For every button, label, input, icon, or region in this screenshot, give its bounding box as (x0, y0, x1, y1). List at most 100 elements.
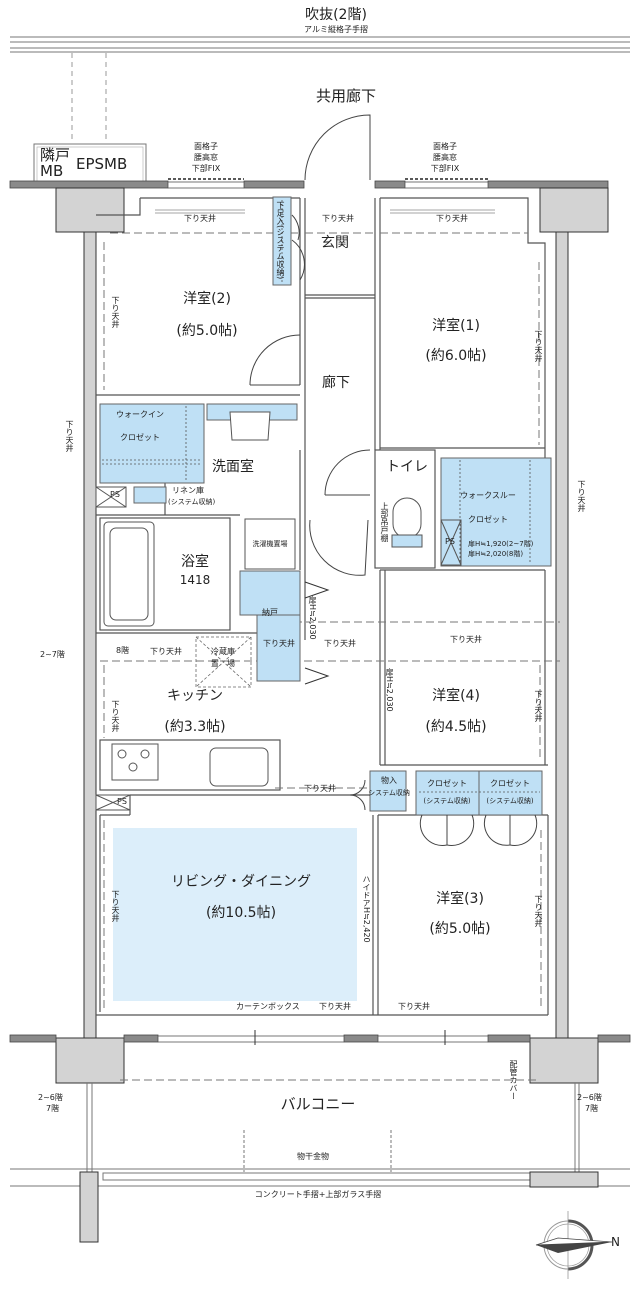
room-western-2-name: 洋室(2) (183, 291, 231, 307)
fridge-space-label-2: 置 場 (211, 659, 235, 668)
lowered-ceiling-label: 下り天井 (450, 635, 482, 644)
lowered-ceiling-label: 下り天井 (534, 330, 543, 362)
sink (209, 747, 269, 787)
room-toilet: トイレ (386, 459, 428, 475)
room-western-1-name: 洋室(1) (432, 318, 480, 334)
walk-through-door-height-2: 扉H≒2,020(8階) (468, 550, 524, 558)
walk-in-closet-label-1: ウォークイン (116, 410, 164, 419)
linen-cabinet-label-1: リネン庫 (172, 486, 204, 495)
room-western-2-size: (約5.0帖) (176, 323, 238, 339)
room-kitchen-name: キッチン (167, 688, 223, 704)
fridge-space-label-1: 冷蔵庫 (211, 647, 235, 656)
walk-through-door-height-1: 扉H≒1,920(2~7階) (468, 540, 534, 548)
lowered-ceiling-label: 下り天井 (534, 895, 543, 927)
structural-columns (55, 187, 609, 1084)
toilet-cabinet-label: 上部吊戸棚 (380, 502, 389, 542)
toilet-bowl (391, 497, 423, 548)
room-bath-size: 1418 (179, 573, 211, 587)
monoire-label-1: 物入 (381, 776, 397, 785)
walk-through-closet (440, 457, 552, 567)
washbasin (229, 411, 271, 441)
interior-walls (96, 197, 549, 1016)
lowered-ceiling-label: 下り天井 (111, 700, 120, 732)
room-living-name: リビング・ダイニング (171, 874, 311, 890)
exterior-wall-top (9, 180, 609, 189)
floor-7-label: 7階 (585, 1104, 599, 1113)
room-balcony: バルコニー (280, 1095, 356, 1113)
window-left-line3: 下部FIX (191, 164, 221, 173)
compass-north-label: N (611, 1235, 620, 1249)
window-right-line1: 面格子 (433, 142, 457, 151)
lowered-ceiling-label: 下り天井 (65, 420, 74, 452)
washer-space (244, 518, 296, 570)
railing-label: アルミ縦格子手摺 (304, 25, 368, 34)
room-washroom: 洗面室 (212, 459, 254, 475)
ps-label: PS (117, 797, 127, 806)
living-fill (113, 828, 357, 1001)
eps-mb-label: EPSMB (76, 155, 128, 173)
neighbor-mb-label-1: 隣戸 (40, 146, 71, 164)
storage-fills (99, 196, 552, 816)
curtain-box-label: カーテンボックス (236, 1002, 300, 1011)
room-western-3-name: 洋室(3) (436, 891, 484, 907)
top-railing (10, 36, 630, 53)
floor-7-label: 7階 (46, 1104, 60, 1113)
closet-a-label-2: (システム収納) (423, 797, 471, 805)
window-left-line2: 腰高窓 (194, 153, 218, 162)
stove (111, 743, 159, 781)
room-kitchen-size: (約3.3帖) (164, 719, 226, 735)
lowered-ceiling-label: 下り天井 (304, 784, 336, 793)
room-western-4-size: (約4.5帖) (425, 719, 487, 735)
lowered-ceiling-label: 下り天井 (398, 1002, 430, 1011)
eps-mb-box (33, 143, 147, 183)
lowered-ceiling-label: 下り天井 (263, 639, 295, 648)
clothes-hanger-label: 物干金物 (297, 1152, 329, 1161)
room-western-1-size: (約6.0帖) (425, 348, 487, 364)
lowered-ceiling-label: 下り天井 (150, 647, 182, 656)
neighbor-mb-label-2: MB (40, 162, 64, 180)
lowered-ceiling-label: 下り天井 (577, 480, 586, 512)
floors-2-7-label: 2~7階 (40, 650, 65, 659)
room-western-4-name: 洋室(4) (432, 688, 480, 704)
lowered-ceiling-label: 下り天井 (111, 296, 120, 328)
closet-b (478, 770, 543, 816)
window-right-line2: 腰高窓 (433, 153, 457, 162)
shoe-cabinet-label: 下足入(システム収納) (276, 201, 285, 280)
walk-in-closet (99, 403, 205, 484)
bathtub (103, 521, 155, 627)
closet-b-label-1: クロゼット (490, 779, 530, 788)
corridor-label: 共用廊下 (315, 87, 377, 105)
lowered-ceiling-label: 下り天井 (111, 890, 120, 922)
washer-space-label: 洗濯機置場 (252, 540, 288, 548)
compass-icon (535, 1211, 613, 1279)
lowered-ceiling-label: 下り天井 (534, 690, 543, 722)
walk-in-closet-label-2: クロゼット (120, 433, 160, 442)
lowered-ceiling-label: 下り天井 (184, 214, 216, 223)
floor-8-label: 8階 (116, 646, 130, 655)
high-door-label: ハイドアH≒2,420 (362, 875, 371, 943)
linen-cabinet (133, 486, 167, 504)
closet-b-label-2: (システム収納) (486, 797, 534, 805)
window-left-line1: 面格子 (194, 142, 218, 151)
lowered-ceiling-label: 下り天井 (324, 639, 356, 648)
monoire (369, 770, 407, 812)
floors-2-6-label: 2~6階 (38, 1093, 63, 1102)
window-right-line3: 下部FIX (430, 164, 460, 173)
lowered-ceiling-label: 下り天井 (436, 214, 468, 223)
floors-2-6-label: 2~6階 (577, 1093, 602, 1102)
nando (239, 570, 301, 616)
walk-through-closet-label-2: クロゼット (468, 515, 508, 524)
lowered-ceiling-label: 下り天井 (319, 1002, 351, 1011)
monoire-label-2: システム収納 (368, 789, 410, 797)
room-hallway: 廊下 (322, 375, 350, 391)
linen-cabinet-label-2: (システム収納) (168, 498, 216, 506)
room-entrance: 玄関 (321, 235, 349, 251)
ps-label: PS (445, 537, 455, 546)
room-living-size: (約10.5帖) (205, 905, 277, 921)
ps-boxes (95, 486, 462, 811)
closet-a (415, 770, 480, 816)
pipe-cover-label: 配管カバー (509, 1060, 518, 1100)
lowered-ceiling-label: 下り天井 (322, 214, 354, 223)
fridge-space (195, 636, 252, 688)
